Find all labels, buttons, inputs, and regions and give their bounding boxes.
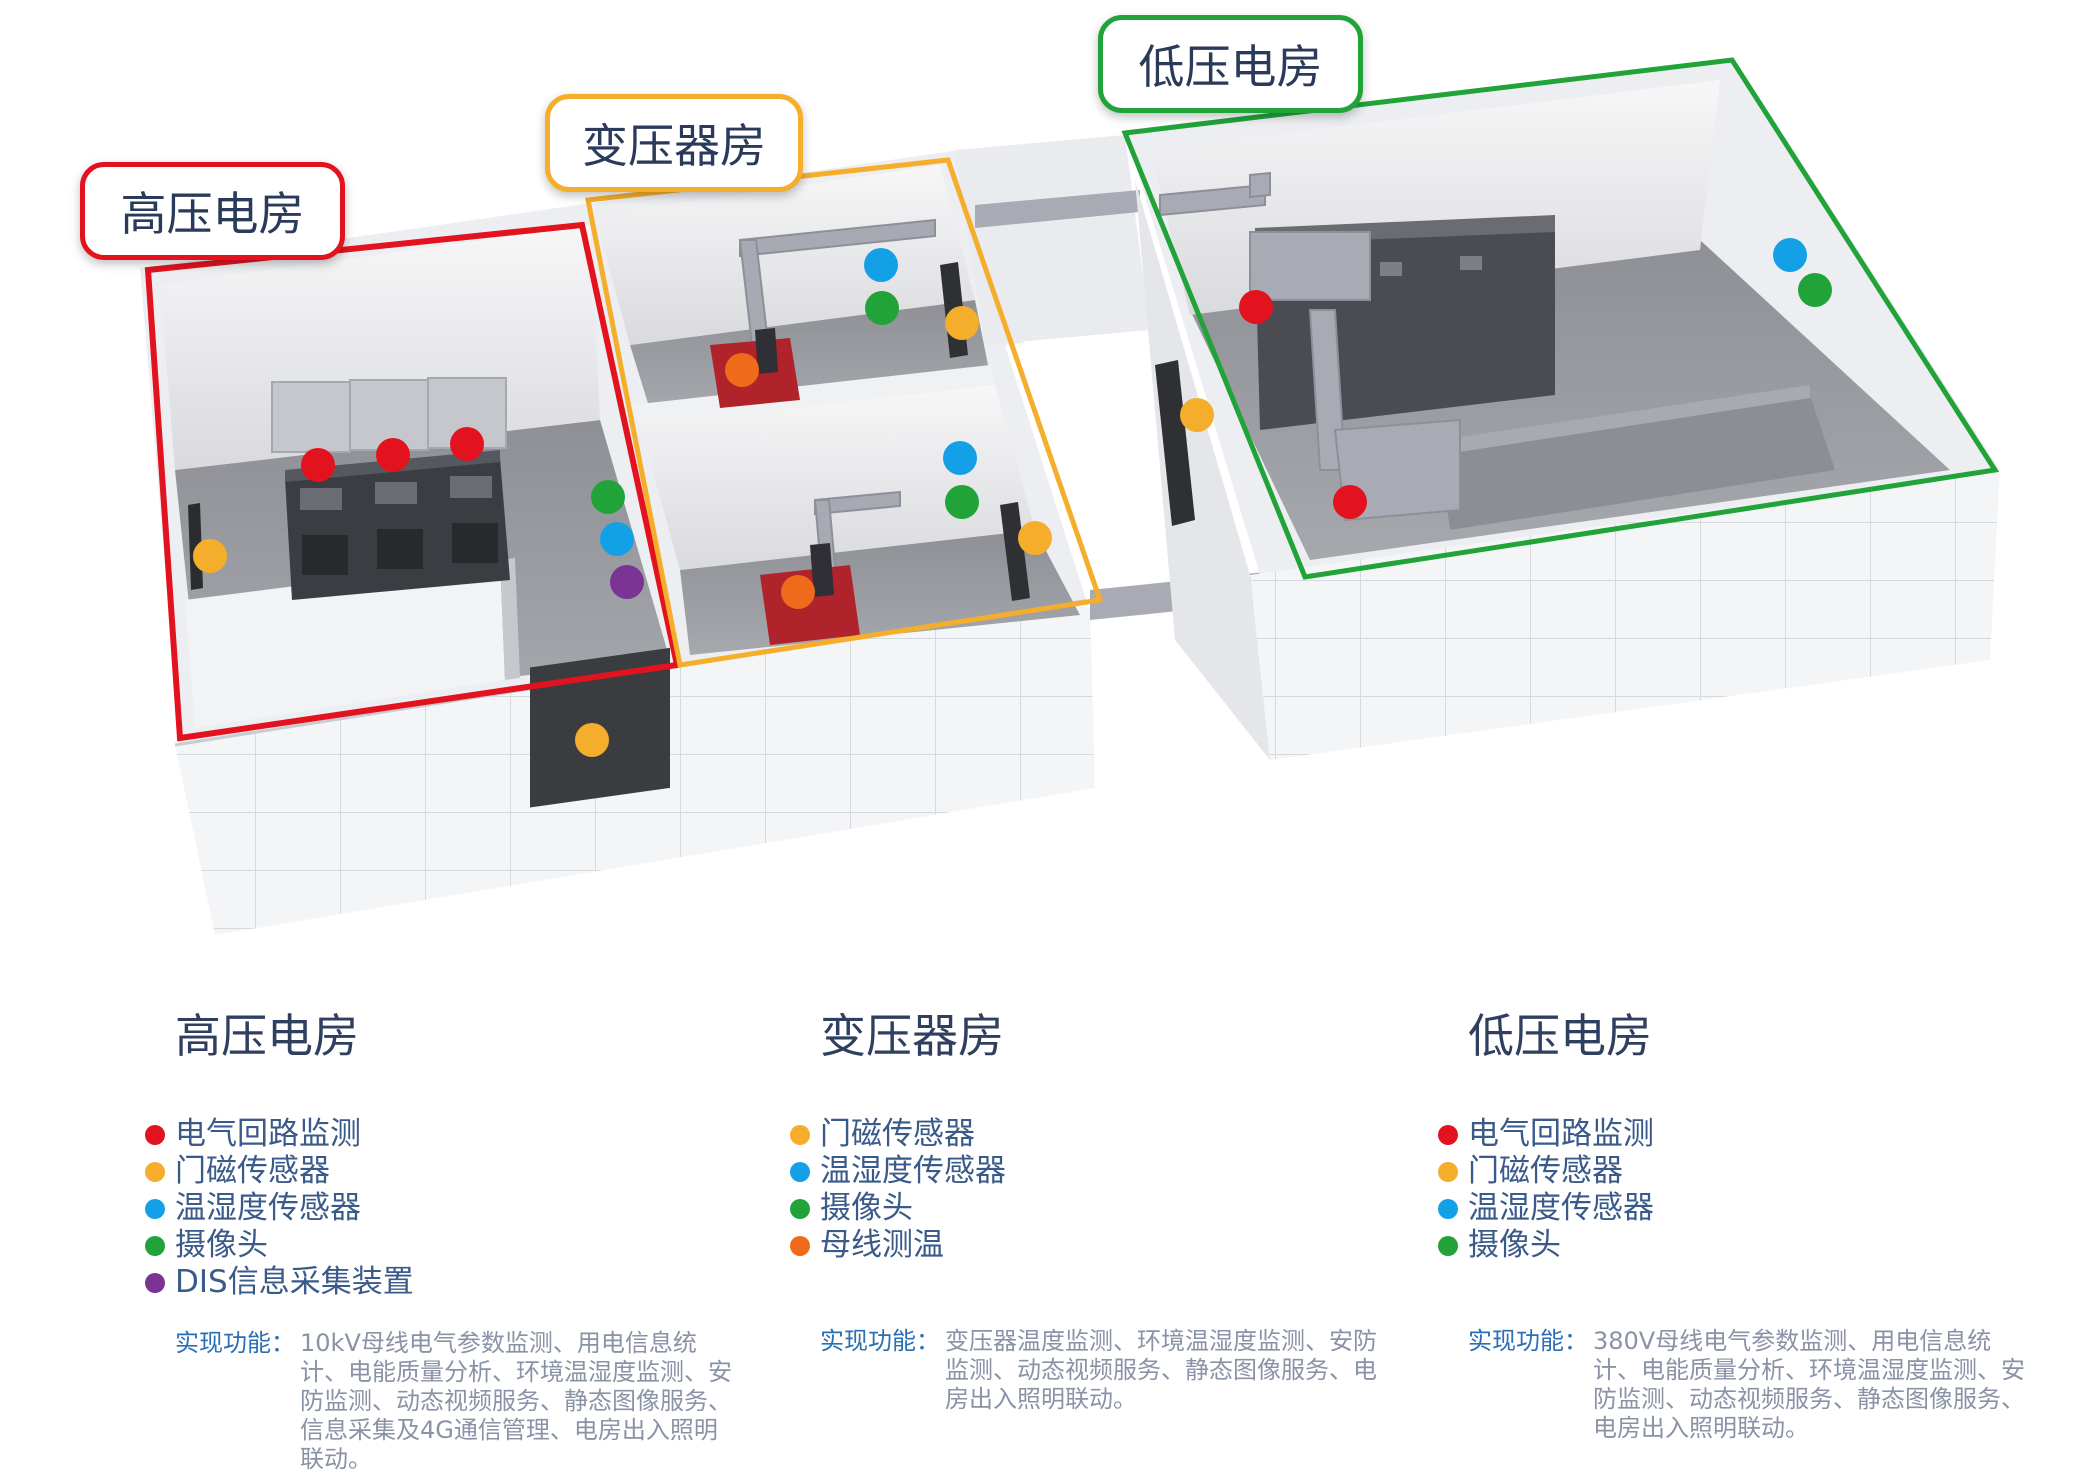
function-label: 实现功能： xyxy=(820,1327,940,1355)
legend-item: 电气回路监测 xyxy=(1438,1116,2028,1153)
legend-dot-icon xyxy=(145,1272,165,1293)
legend-list: 电气回路监测 门磁传感器 温湿度传感器 摄像头 DIS信息采集装置 xyxy=(145,1116,735,1301)
hv-camera-marker xyxy=(591,480,625,514)
function-text: 380V母线电气参数监测、用电信息统计、电能质量分析、环境温湿度监测、安防监测、… xyxy=(1593,1327,2025,1442)
tr-door-sensor-marker xyxy=(945,306,979,340)
tr-busbar-temp-marker xyxy=(781,575,815,609)
connection-corridor xyxy=(955,135,1285,620)
legend-item: 母线测温 xyxy=(790,1227,1380,1264)
tr-camera-marker xyxy=(945,485,979,519)
function-description: 实现功能： 380V母线电气参数监测、用电信息统计、电能质量分析、环境温湿度监测… xyxy=(1468,1327,2028,1443)
legend-dot-icon xyxy=(1438,1235,1458,1256)
function-description: 实现功能： 变压器温度监测、环境温湿度监测、安防监测、动态视频服务、静态图像服务… xyxy=(820,1327,1380,1414)
transformer-room-outline xyxy=(585,157,1104,668)
lv-camera-marker xyxy=(1798,273,1832,307)
hv-switchgear-cabinets xyxy=(285,450,510,600)
function-text: 变压器温度监测、环境温湿度监测、安防监测、动态视频服务、静态图像服务、电房出入照… xyxy=(945,1327,1377,1413)
lv-electric-monitor-marker xyxy=(1239,290,1273,324)
legend-item: 温湿度传感器 xyxy=(1438,1190,2028,1227)
hv-electric-monitor-marker xyxy=(376,438,410,472)
hv-door-sensor-marker xyxy=(193,539,227,573)
lv-electric-monitor-marker xyxy=(1333,485,1367,519)
lv-temp-humidity-marker xyxy=(1773,238,1807,272)
substation-3d-illustration xyxy=(140,57,2000,935)
tr-door-sensor-marker xyxy=(1018,521,1052,555)
hv-room-tag: 高压电房 xyxy=(80,162,345,260)
hv-back-panels xyxy=(271,377,507,453)
legend-dot-icon xyxy=(145,1161,165,1182)
legend-item: 门磁传感器 xyxy=(1438,1153,2028,1190)
hv-dis-collector-marker xyxy=(610,565,644,599)
function-label: 实现功能： xyxy=(1468,1327,1588,1355)
hv-temp-humidity-marker xyxy=(600,522,634,556)
tr-camera-marker xyxy=(865,291,899,325)
front-door-sensor-marker xyxy=(575,723,609,757)
lv-room-outline xyxy=(1121,57,2000,580)
legend-dot-icon xyxy=(145,1235,165,1256)
right-building xyxy=(1125,60,2000,760)
tr-temp-humidity-marker xyxy=(943,441,977,475)
legend-dot-icon xyxy=(790,1235,810,1256)
corridor-door-sensor-marker xyxy=(1180,398,1214,432)
hv-room-legend-column: 高压电房 电气回路监测 门磁传感器 温湿度传感器 摄像头 DIS信息采集装置 实… xyxy=(145,1000,735,1474)
hv-electric-monitor-marker xyxy=(301,448,335,482)
legend-dot-icon xyxy=(1438,1198,1458,1219)
legend-item: 门磁传感器 xyxy=(790,1116,1380,1153)
tr-busbar-temp-marker xyxy=(725,353,759,387)
legend-item: 温湿度传感器 xyxy=(790,1153,1380,1190)
lv-busway xyxy=(1159,171,1461,522)
lv-room-tag: 低压电房 xyxy=(1098,15,1363,113)
legend-dot-icon xyxy=(1438,1161,1458,1182)
column-title: 高压电房 xyxy=(175,1009,359,1063)
transformer-room-tag: 变压器房 xyxy=(545,94,803,192)
hv-electric-monitor-marker xyxy=(450,427,484,461)
lv-room-legend-column: 低压电房 电气回路监测 门磁传感器 温湿度传感器 摄像头 实现功能： 380V母… xyxy=(1438,1000,2028,1443)
hv-room-outline xyxy=(144,221,681,742)
lv-cabinets-front xyxy=(1440,385,1835,530)
legend-item: 电气回路监测 xyxy=(145,1116,735,1153)
right-building-facade xyxy=(1250,470,2000,760)
legend-dot-icon xyxy=(1438,1124,1458,1145)
legend-dot-icon xyxy=(790,1198,810,1219)
tr-temp-humidity-marker xyxy=(864,248,898,282)
legend-dot-icon xyxy=(790,1124,810,1145)
legend-list: 门磁传感器 温湿度传感器 摄像头 母线测温 xyxy=(790,1116,1380,1264)
legend-item: 温湿度传感器 xyxy=(145,1190,735,1227)
legend-item: 摄像头 xyxy=(790,1190,1380,1227)
function-description: 实现功能： 10kV母线电气参数监测、用电信息统计、电能质量分析、环境温湿度监测… xyxy=(175,1329,735,1474)
function-label: 实现功能： xyxy=(175,1329,295,1357)
legend-item: 摄像头 xyxy=(1438,1227,2028,1264)
left-building xyxy=(140,150,1110,935)
sensor-markers xyxy=(193,238,1832,757)
legend-dot-icon xyxy=(145,1124,165,1145)
legend-item: 门磁传感器 xyxy=(145,1153,735,1190)
legend-list: 电气回路监测 门磁传感器 温湿度传感器 摄像头 xyxy=(1438,1116,2028,1264)
legend-dot-icon xyxy=(145,1198,165,1219)
legend-dot-icon xyxy=(790,1161,810,1182)
transformer-room-legend-column: 变压器房 门磁传感器 温湿度传感器 摄像头 母线测温 实现功能： 变压器温度监测… xyxy=(790,1000,1380,1414)
column-title: 变压器房 xyxy=(820,1009,1004,1063)
function-text: 10kV母线电气参数监测、用电信息统计、电能质量分析、环境温湿度监测、安防监测、… xyxy=(300,1329,732,1473)
legend-item: 摄像头 xyxy=(145,1227,735,1264)
legend-item: DIS信息采集装置 xyxy=(145,1264,735,1301)
column-title: 低压电房 xyxy=(1468,1009,1652,1063)
